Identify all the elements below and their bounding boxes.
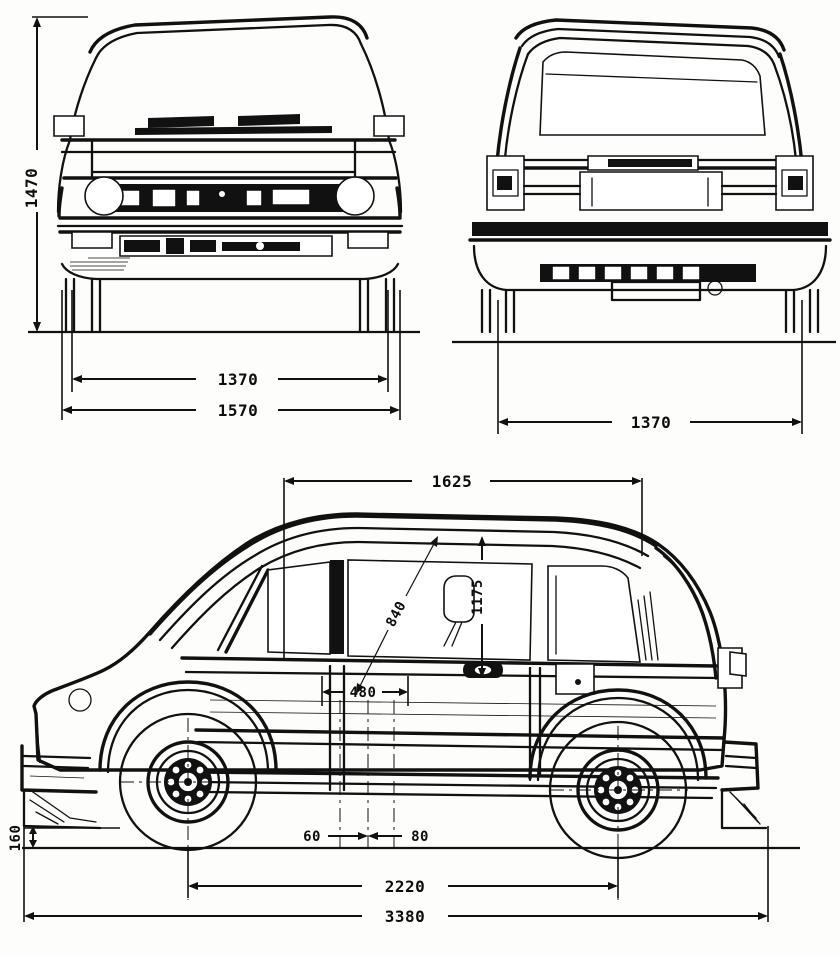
headlamp-right bbox=[335, 176, 375, 216]
front-door-window bbox=[267, 561, 331, 655]
quarter-glass bbox=[547, 565, 641, 663]
dim-front-track: 1370 bbox=[218, 370, 259, 389]
dim-cabin-length: 1625 bbox=[432, 472, 473, 491]
dim-rear-track: 1370 bbox=[631, 413, 672, 432]
dim-overall-length: 3380 bbox=[385, 907, 426, 926]
rear-elevation-view: 1370 bbox=[452, 18, 836, 434]
b-pillar bbox=[330, 560, 344, 654]
dim-ground-clearance: 160 bbox=[8, 825, 24, 852]
rear-window bbox=[539, 51, 766, 136]
front-elevation-view: 1470 1370 1570 bbox=[22, 15, 420, 420]
rear-bumper bbox=[472, 222, 828, 236]
dim-wheelbase: 2220 bbox=[385, 877, 426, 896]
front-indicator-right bbox=[347, 231, 389, 249]
dim-overall-height: 1470 bbox=[22, 168, 41, 209]
fuel-filler-flap bbox=[555, 663, 595, 695]
side-mirror bbox=[443, 575, 475, 623]
dim-overall-width: 1570 bbox=[218, 401, 259, 420]
dim-offset-left: 60 bbox=[303, 829, 321, 845]
front-marker-lamp bbox=[68, 688, 92, 712]
front-indicator-left bbox=[71, 231, 113, 249]
side-elevation-view: 1625 1175 840 480 60 80 bbox=[8, 472, 800, 926]
exhaust-tip bbox=[707, 280, 723, 296]
dim-offset-right: 80 bbox=[411, 829, 429, 845]
rear-door-window bbox=[347, 559, 533, 661]
rear-plate bbox=[579, 171, 723, 211]
headlamp-left bbox=[84, 176, 124, 216]
front-mirror-left bbox=[53, 115, 85, 137]
front-mirror-right bbox=[373, 115, 405, 137]
dim-interior-height: 1175 bbox=[470, 579, 486, 615]
dim-seat-travel: 480 bbox=[350, 685, 377, 701]
